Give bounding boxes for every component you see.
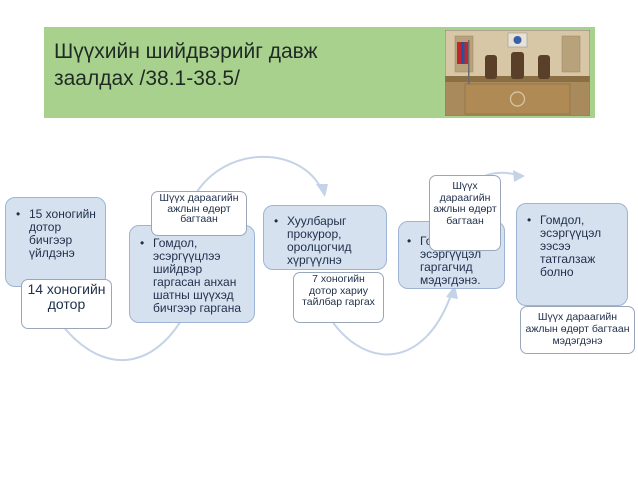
arrow-4-5-head: [513, 170, 525, 182]
step-2-note: Шүүх дараагийн ажлын өдөрт багтаан: [151, 191, 247, 236]
step-3-box: Хуулбарыг прокурор, оролцогчид хүргүүлнэ: [263, 205, 387, 270]
step-1-note: 14 хоногийн дотор: [21, 279, 112, 329]
step-1-text: 15 хоногийн дотор бичгээр үйлдэнэ: [14, 208, 99, 260]
arrow-2-3-head: [316, 184, 328, 197]
arrow-3-4: [324, 291, 453, 356]
arrow-2-3: [194, 155, 323, 196]
step-1-box: 15 хоногийн дотор бичгээр үйлдэнэ: [5, 197, 106, 287]
step-5-text: Гомдол, эсэргүүцэл ээсээ татгалзаж болно: [525, 214, 623, 279]
step-5-note: Шүүх дараагийн ажлын өдөрт багтаан мэдэг…: [520, 306, 635, 354]
step-2-text: Гомдол, эсэргүүцлээ шийдвэр гаргасан анх…: [138, 237, 248, 315]
step-2-box: Гомдол, эсэргүүцлээ шийдвэр гаргасан анх…: [129, 225, 255, 323]
courtroom-photo: [445, 30, 590, 116]
slide-title: Шүүхийн шийдвэрийг давж заалдах /38.1-38…: [54, 40, 318, 90]
step-3-note: 7 хоногийн дотор хариу тайлбар гаргах: [293, 272, 384, 323]
step-3-text: Хуулбарыг прокурор, оролцогчид хүргүүлнэ: [272, 215, 381, 267]
step-4-note: Шүүх дараагийн ажлын өдөрт багтаан: [429, 175, 501, 251]
step-5-box: Гомдол, эсэргүүцэл ээсээ татгалзаж болно: [516, 203, 628, 306]
